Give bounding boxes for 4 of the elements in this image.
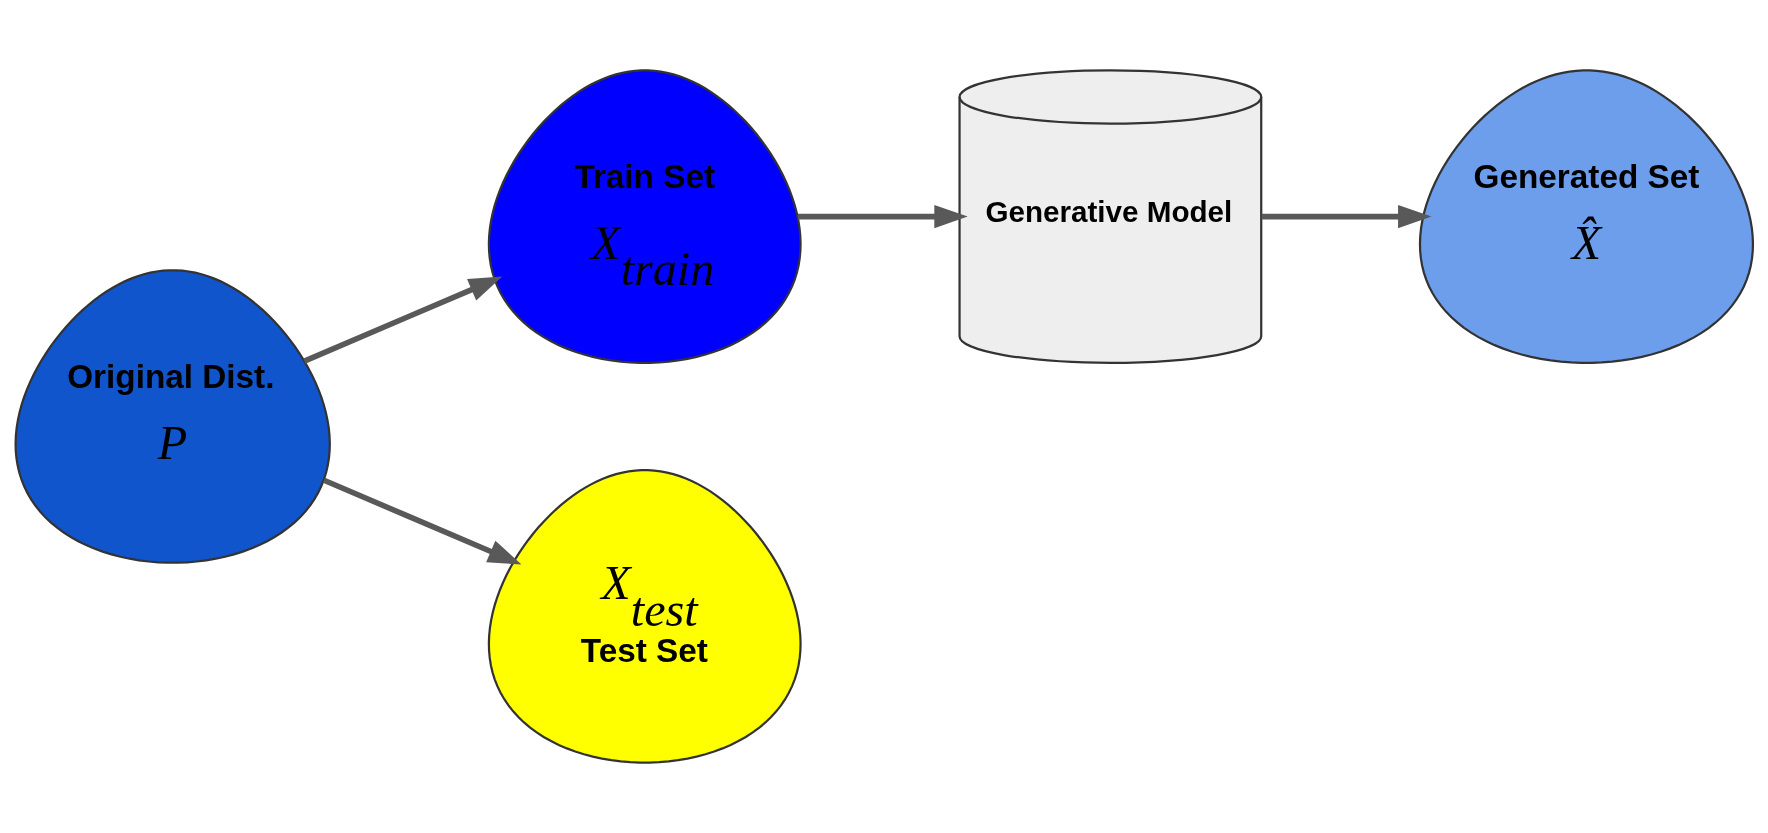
- arrow: [303, 276, 503, 364]
- arrow: [797, 204, 968, 229]
- arrow: [1261, 204, 1432, 229]
- arrow: [322, 477, 522, 565]
